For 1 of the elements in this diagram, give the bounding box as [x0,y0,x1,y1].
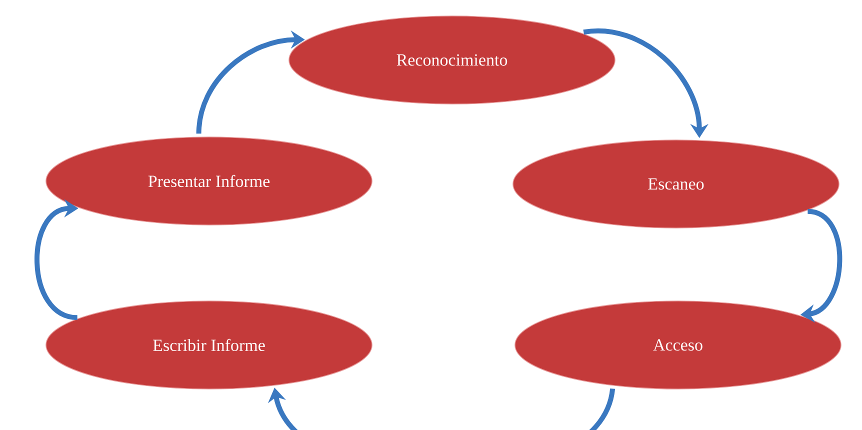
curved-arrow [268,388,615,430]
